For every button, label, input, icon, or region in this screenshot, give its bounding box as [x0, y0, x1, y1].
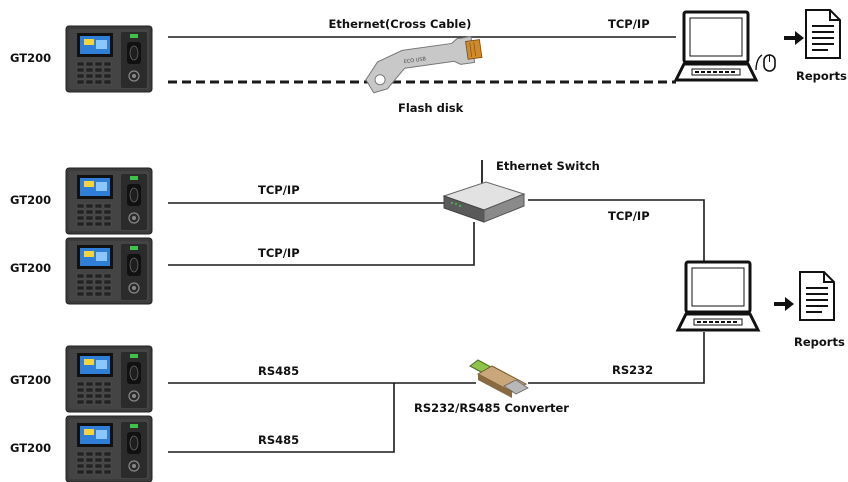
laptop-icon-top	[674, 10, 758, 82]
rs232-label: RS232	[612, 363, 653, 377]
flash-disk-label: Flash disk	[398, 101, 464, 115]
report-icon-mid	[799, 271, 835, 321]
gt200-device-bot-2	[65, 415, 153, 482]
mouse-icon	[755, 54, 776, 72]
rs232-line	[528, 332, 705, 384]
gt200-label-bot-1: GT200	[10, 373, 51, 387]
tcpip-label-mid-2: TCP/IP	[258, 246, 300, 260]
converter-label: RS232/RS485 Converter	[414, 401, 569, 415]
ethernet-switch-icon	[442, 160, 526, 223]
reports-label-top: Reports	[796, 69, 847, 83]
arrow-icon-top	[784, 31, 804, 45]
tcpip-label-top: TCP/IP	[608, 17, 650, 31]
laptop-icon-mid	[676, 260, 760, 332]
tcpip-label-mid-1: TCP/IP	[258, 183, 300, 197]
tcpip-line-switch-laptop	[528, 199, 705, 262]
flash-disk-icon: ECO USB	[365, 36, 483, 94]
tcpip-line-mid-2	[168, 222, 475, 266]
rs485-label-bot-2: RS485	[258, 433, 299, 447]
ethernet-cross-cable-label: Ethernet(Cross Cable)	[329, 17, 472, 31]
rs485-line-bot-2	[168, 383, 395, 453]
gt200-label-mid-1: GT200	[10, 193, 51, 207]
gt200-device-mid-1	[65, 167, 153, 235]
gt200-device-mid-2	[65, 237, 153, 305]
gt200-label-top: GT200	[10, 51, 51, 65]
tcpip-label-switch: TCP/IP	[608, 209, 650, 223]
svg-text:ECO USB: ECO USB	[403, 56, 427, 65]
ethernet-switch-label: Ethernet Switch	[496, 159, 600, 173]
reports-label-mid: Reports	[794, 335, 845, 349]
arrow-icon-mid	[774, 297, 794, 311]
gt200-label-mid-2: GT200	[10, 261, 51, 275]
gt200-device-bot-1	[65, 345, 153, 413]
report-icon-top	[805, 9, 841, 59]
gt200-device-top	[65, 25, 153, 93]
gt200-label-bot-2: GT200	[10, 441, 51, 455]
rs485-label-bot-1: RS485	[258, 364, 299, 378]
converter-icon	[469, 359, 529, 398]
